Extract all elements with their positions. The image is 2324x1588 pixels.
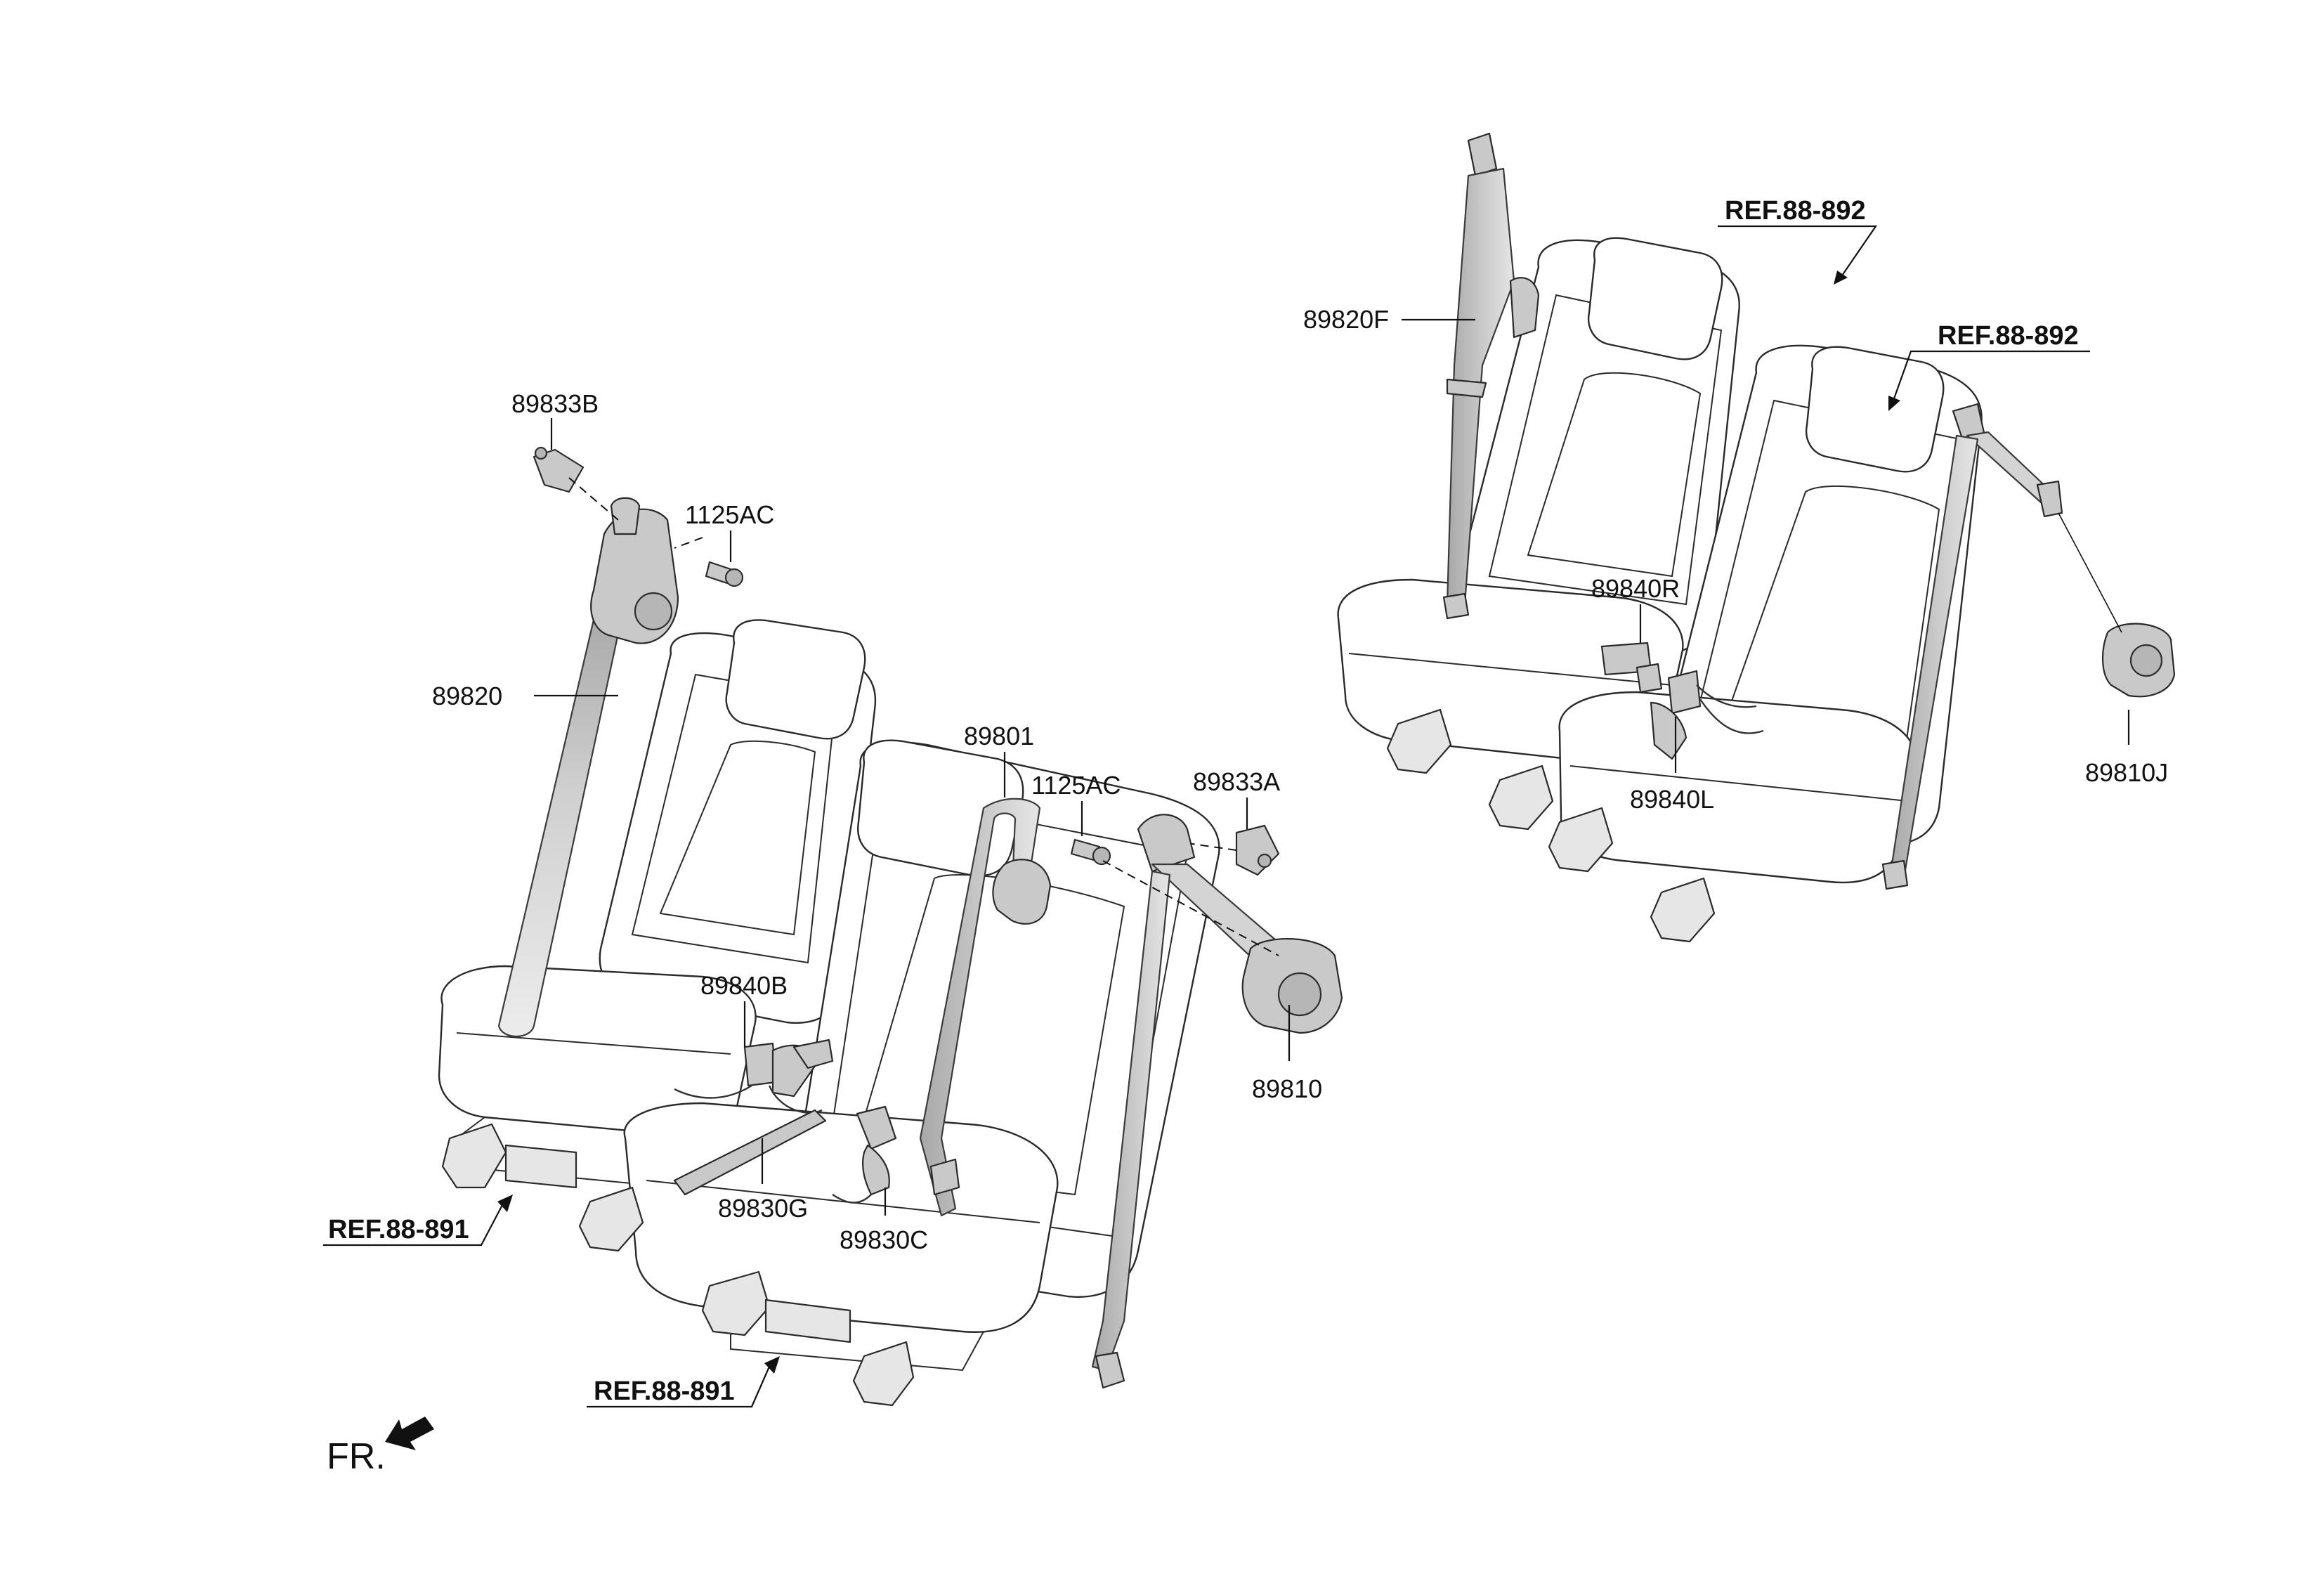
- buckle-rail-89830G: [673, 1109, 827, 1196]
- buckle-89840B: [674, 1039, 834, 1114]
- front-indicator: FR.: [327, 1417, 434, 1477]
- buckle-89840L: [1650, 670, 1764, 760]
- front-arrow-icon: [385, 1417, 434, 1450]
- bolt-1125AC-mid: [1070, 838, 1111, 866]
- seat-belt-89801: [919, 798, 1052, 1217]
- seat-belt-89810: [1091, 814, 1343, 1389]
- label-89830G: 89830G: [718, 1194, 808, 1223]
- buckle-89830C: [832, 1105, 897, 1204]
- ref-label-left: REF.88-891: [328, 1215, 469, 1244]
- label-89820: 89820: [432, 682, 502, 710]
- second-row-seat-assembly: [438, 619, 1220, 1407]
- label-89840L: 89840L: [1630, 785, 1714, 814]
- ref-label-top: REF.88-892: [1725, 196, 1866, 226]
- ref-label-bottom: REF.88-891: [594, 1377, 735, 1406]
- ref-label-right: REF.88-892: [1938, 321, 2079, 351]
- label-89833A: 89833A: [1193, 767, 1280, 796]
- buckle-89840R: [1600, 642, 1663, 694]
- label-89810: 89810: [1252, 1074, 1322, 1103]
- label-89830C: 89830C: [840, 1225, 928, 1254]
- bolt-1125AC-top: [705, 561, 744, 587]
- reference-labels: REF.88-891 REF.88-891 REF.88-892 REF.88-…: [328, 196, 2079, 1406]
- belt-guide-89833A: [1235, 824, 1280, 876]
- label-89820F: 89820F: [1303, 305, 1389, 334]
- leader-lines: [323, 225, 2130, 1408]
- label-89810J: 89810J: [2085, 758, 2168, 787]
- label-1125AC-top: 1125AC: [685, 500, 774, 529]
- label-89840R: 89840R: [1591, 574, 1680, 603]
- part-labels: 89833B 1125AC 89820 89801 1125AC 89833A …: [432, 305, 2168, 1254]
- label-89801: 89801: [964, 722, 1034, 750]
- front-label: FR.: [327, 1436, 386, 1477]
- seat-belt-89810J: [1881, 403, 2176, 890]
- belt-guide-89833B: [533, 446, 585, 493]
- label-1125AC-mid: 1125AC: [1031, 771, 1121, 800]
- seat-belt-89820F: [1442, 132, 1540, 620]
- third-row-seat-assembly: [1337, 237, 1983, 943]
- label-89833B: 89833B: [511, 389, 599, 418]
- label-89840B: 89840B: [700, 971, 788, 1000]
- seat-belt-89820: [497, 497, 679, 1038]
